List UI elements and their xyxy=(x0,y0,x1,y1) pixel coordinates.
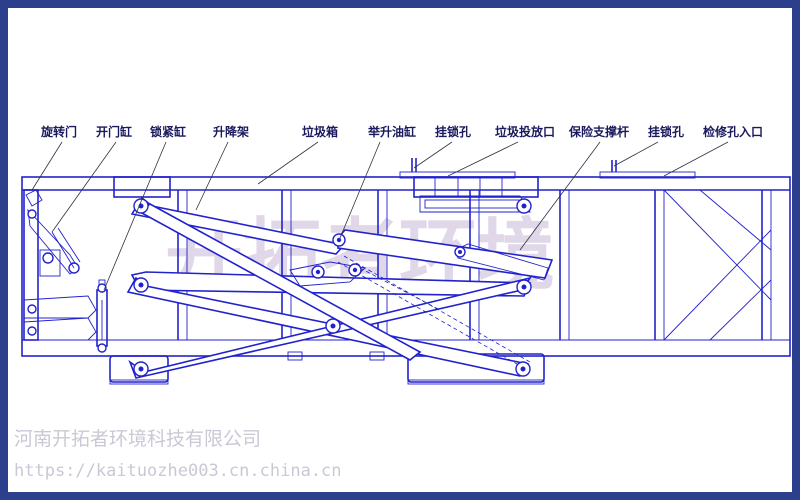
label-rotary-door: 旋转门 xyxy=(40,124,77,139)
watermark-url: https://kaituozhe003.cn.china.cn xyxy=(14,461,342,481)
label-lock-cylinder: 锁紧缸 xyxy=(150,124,186,139)
label-garbage-box: 垃圾箱 xyxy=(302,124,338,139)
label-door-cylinder: 开门缸 xyxy=(96,124,132,139)
lift-frame xyxy=(109,176,554,385)
label-hook-hole-1: 挂锁孔 xyxy=(435,124,471,139)
watermark-company: 河南开拓者环境科技有限公司 xyxy=(14,428,261,450)
leader-lines xyxy=(31,141,729,291)
label-lift-oil-cylinder: 举升油缸 xyxy=(367,124,416,139)
label-inspection-entry: 检修孔入口 xyxy=(703,124,763,139)
label-hook-hole-2: 挂锁孔 xyxy=(648,124,684,139)
label-garbage-inlet: 垃圾投放口 xyxy=(495,124,555,139)
rotary-door-mechanism xyxy=(23,189,108,353)
label-lift-frame: 升降架 xyxy=(213,124,249,139)
label-safety-strut: 保险支撑杆 xyxy=(568,124,629,139)
